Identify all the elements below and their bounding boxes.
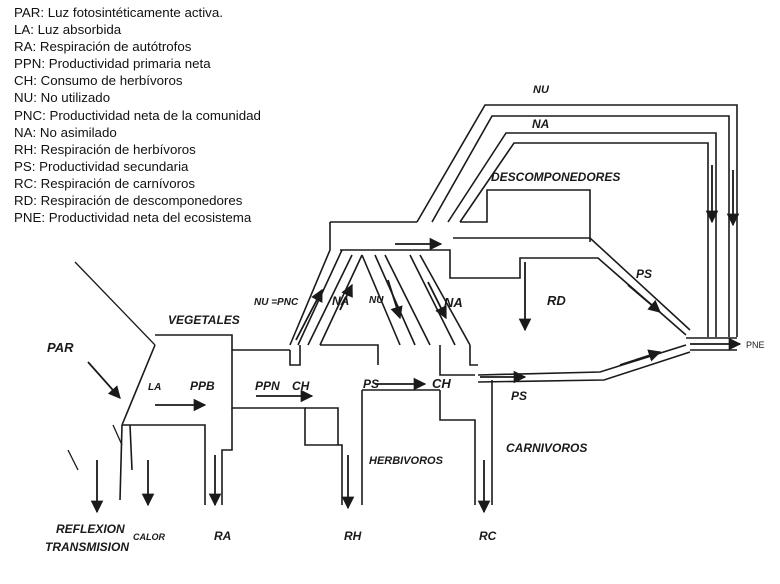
label-ch-2: CH [432,376,451,391]
legend-abbr: RD [14,193,34,209]
legend-text: Respiración de descomponedores [40,193,243,209]
legend-text: Consumo de herbívoros [40,73,183,89]
legend-abbr: PPN [14,56,42,72]
na-left-arrow [339,283,353,311]
label-transmision: TRANSMISION [45,540,129,554]
legend-separator: : [32,39,40,55]
legend-separator: : [30,22,38,38]
label-nu-pnc: NU =PNC [254,297,299,308]
legend-abbr: RA [14,39,33,55]
legend-abbr: CH [14,73,34,89]
legend-text: Productividad primaria neta [48,56,211,72]
legend-item: LA: Luz absorbida [14,21,261,38]
legend-separator: : [42,107,50,123]
par-arrow [87,361,121,399]
legend-abbr: PS [14,158,32,174]
label-rd: RD [547,293,566,308]
legend-text: No asimilado [39,124,117,140]
legend-item: PAR: Luz fotosintéticamente activa. [14,4,261,21]
legend-item: PPN: Productividad primaria neta [14,55,261,72]
legend-separator: : [33,141,41,157]
legend-separator: : [33,175,41,191]
legend-separator: : [41,56,49,72]
legend-text: Productividad neta del ecosistema [48,210,252,226]
legend-text: Luz absorbida [37,22,122,38]
label-reflexion: REFLEXION [56,522,125,536]
legend-item: PS: Productividad secundaria [14,158,261,175]
legend-item: CH: Consumo de herbívoros [14,72,261,89]
herbivoros-box [289,344,440,505]
label-rh: RH [344,529,362,543]
legend-separator: : [31,158,40,174]
legend-item: RC: Respiración de carnívoros [14,175,261,192]
legend-separator: : [33,73,41,89]
legend-abbr: PAR [14,5,41,20]
nu-mid-arrow [387,279,403,320]
label-par: PAR [47,340,74,355]
ps-to-pne-arrow [619,349,662,366]
label-ppb: PPB [190,379,215,393]
legend-text: Luz fotosintéticamente activa. [47,5,223,20]
label-ppn: PPN [255,379,280,393]
carnivoros-box [439,344,691,505]
legend-item: RH: Respiración de herbívoros [14,141,261,158]
legend: PAR: Luz fotosintéticamente activa.LA: L… [14,4,261,226]
label-na-left: NA [332,294,349,308]
label-pne: PNE [746,340,765,350]
label-na-mid: NA [444,295,463,310]
label-rc: RC [479,529,497,543]
nu-return-pipe [416,104,738,337]
nu-pnc-arrow [295,288,323,341]
legend-item: RD: Respiración de descomponedores [14,192,261,209]
legend-separator: : [41,210,49,226]
legend-abbr: RH [14,141,34,157]
label-calor: CALOR [133,532,165,542]
legend-item: PNE: Productividad neta del ecosistema [14,209,261,226]
legend-text: Productividad neta de la comunidad [49,107,261,123]
legend-abbr: PNC [14,107,43,123]
legend-text: Respiración de herbívoros [40,141,196,157]
channels [297,249,471,346]
legend-item: NU: No utilizado [14,89,261,106]
legend-item: RA: Respiración de autótrofos [14,38,261,55]
legend-abbr: NA [14,124,33,140]
label-ch-1: CH [292,379,310,393]
legend-separator: : [40,5,48,20]
legend-item: NA: No asimilado [14,124,261,141]
label-nu-top: NU [533,84,550,96]
na-mid-arrow [427,281,447,320]
label-ps-right: PS [636,267,652,281]
label-ps-low: PS [511,389,527,403]
reflexion-stub [67,449,79,471]
legend-abbr: NU [14,90,34,106]
legend-text: Respiración de carnívoros [40,175,196,191]
legend-abbr: RC [14,175,34,191]
label-herbivoros: HERBIVOROS [369,455,444,467]
legend-abbr: LA [14,22,31,38]
label-vegetales: VEGETALES [168,313,240,327]
legend-text: Respiración de autótrofos [39,39,192,55]
label-descomponedores: DESCOMPONEDORES [491,170,620,184]
legend-separator: : [32,124,40,140]
label-nu-mid: NU [369,295,384,306]
legend-text: No utilizado [40,90,111,106]
legend-separator: : [33,193,41,209]
label-na-top: NA [532,117,549,131]
legend-text: Productividad secundaria [39,158,189,174]
descomponedores-box [289,189,691,346]
legend-item: PNC: Productividad neta de la comunidad [14,107,261,124]
ps-right-arrow [627,284,661,313]
label-la: LA [148,382,161,393]
legend-abbr: PNE [14,210,42,226]
label-carnivoros: CARNIVOROS [506,441,587,455]
label-ps-mid: PS [363,377,379,391]
label-ra: RA [214,529,231,543]
vegetales-box [74,261,290,505]
na-return-pipe [447,132,717,337]
legend-separator: : [33,90,41,106]
